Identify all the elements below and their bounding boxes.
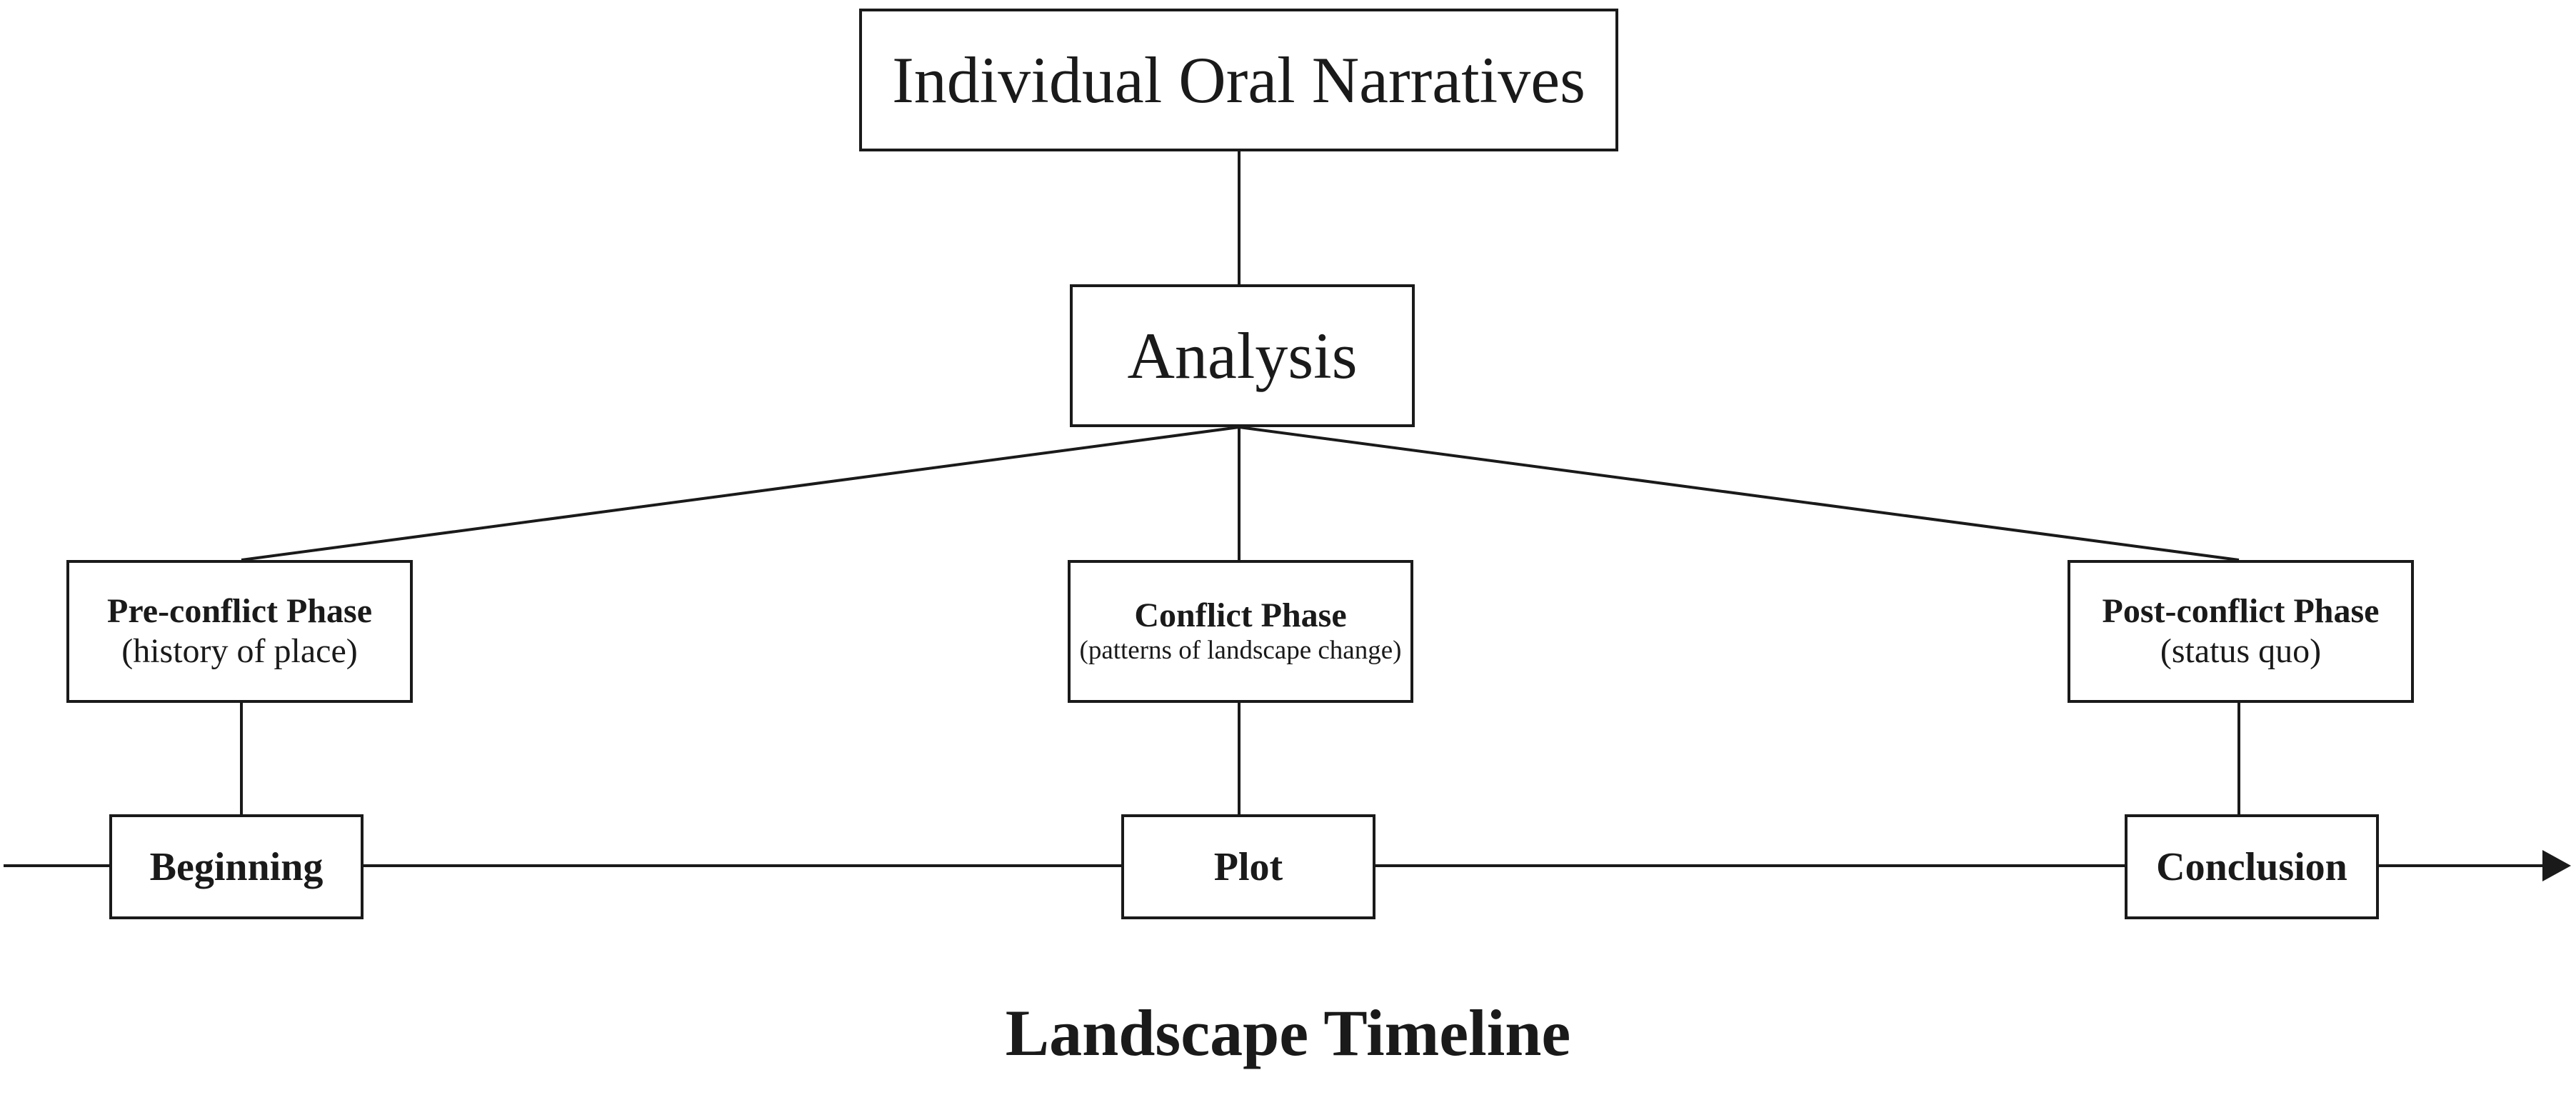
timeline-node-plot: Plot: [1121, 814, 1375, 919]
root-label: Individual Oral Narratives: [892, 44, 1585, 116]
timeline-node-beginning: Beginning: [109, 814, 364, 919]
timeline-node-label: Beginning: [149, 844, 324, 889]
analysis-box: Analysis: [1070, 284, 1415, 427]
timeline-node-label: Plot: [1213, 844, 1283, 889]
phase-subtitle: (history of place): [121, 631, 358, 670]
phase-title: Pre-conflict Phase: [107, 591, 372, 630]
phase-box-pre-conflict: Pre-conflict Phase (history of place): [66, 560, 413, 703]
phase-title: Conflict Phase: [1134, 596, 1347, 635]
diagram-caption: Landscape Timeline: [1005, 996, 1571, 1069]
root-box-individual-oral-narratives: Individual Oral Narratives: [859, 9, 1618, 151]
phase-subtitle: (patterns of landscape change): [1079, 636, 1402, 666]
connector-analysis-to-preconflict: [241, 426, 1240, 561]
phase-box-conflict: Conflict Phase (patterns of landscape ch…: [1068, 560, 1413, 703]
timeline-node-label: Conclusion: [2156, 844, 2347, 889]
phase-subtitle: (status quo): [2160, 631, 2322, 670]
phase-title: Post-conflict Phase: [2102, 591, 2380, 630]
phase-box-post-conflict: Post-conflict Phase (status quo): [2068, 560, 2414, 703]
timeline-node-conclusion: Conclusion: [2125, 814, 2379, 919]
connector-analysis-to-postconflict: [1238, 426, 2240, 561]
timeline-arrowhead: [2542, 850, 2571, 881]
analysis-label: Analysis: [1127, 319, 1358, 392]
